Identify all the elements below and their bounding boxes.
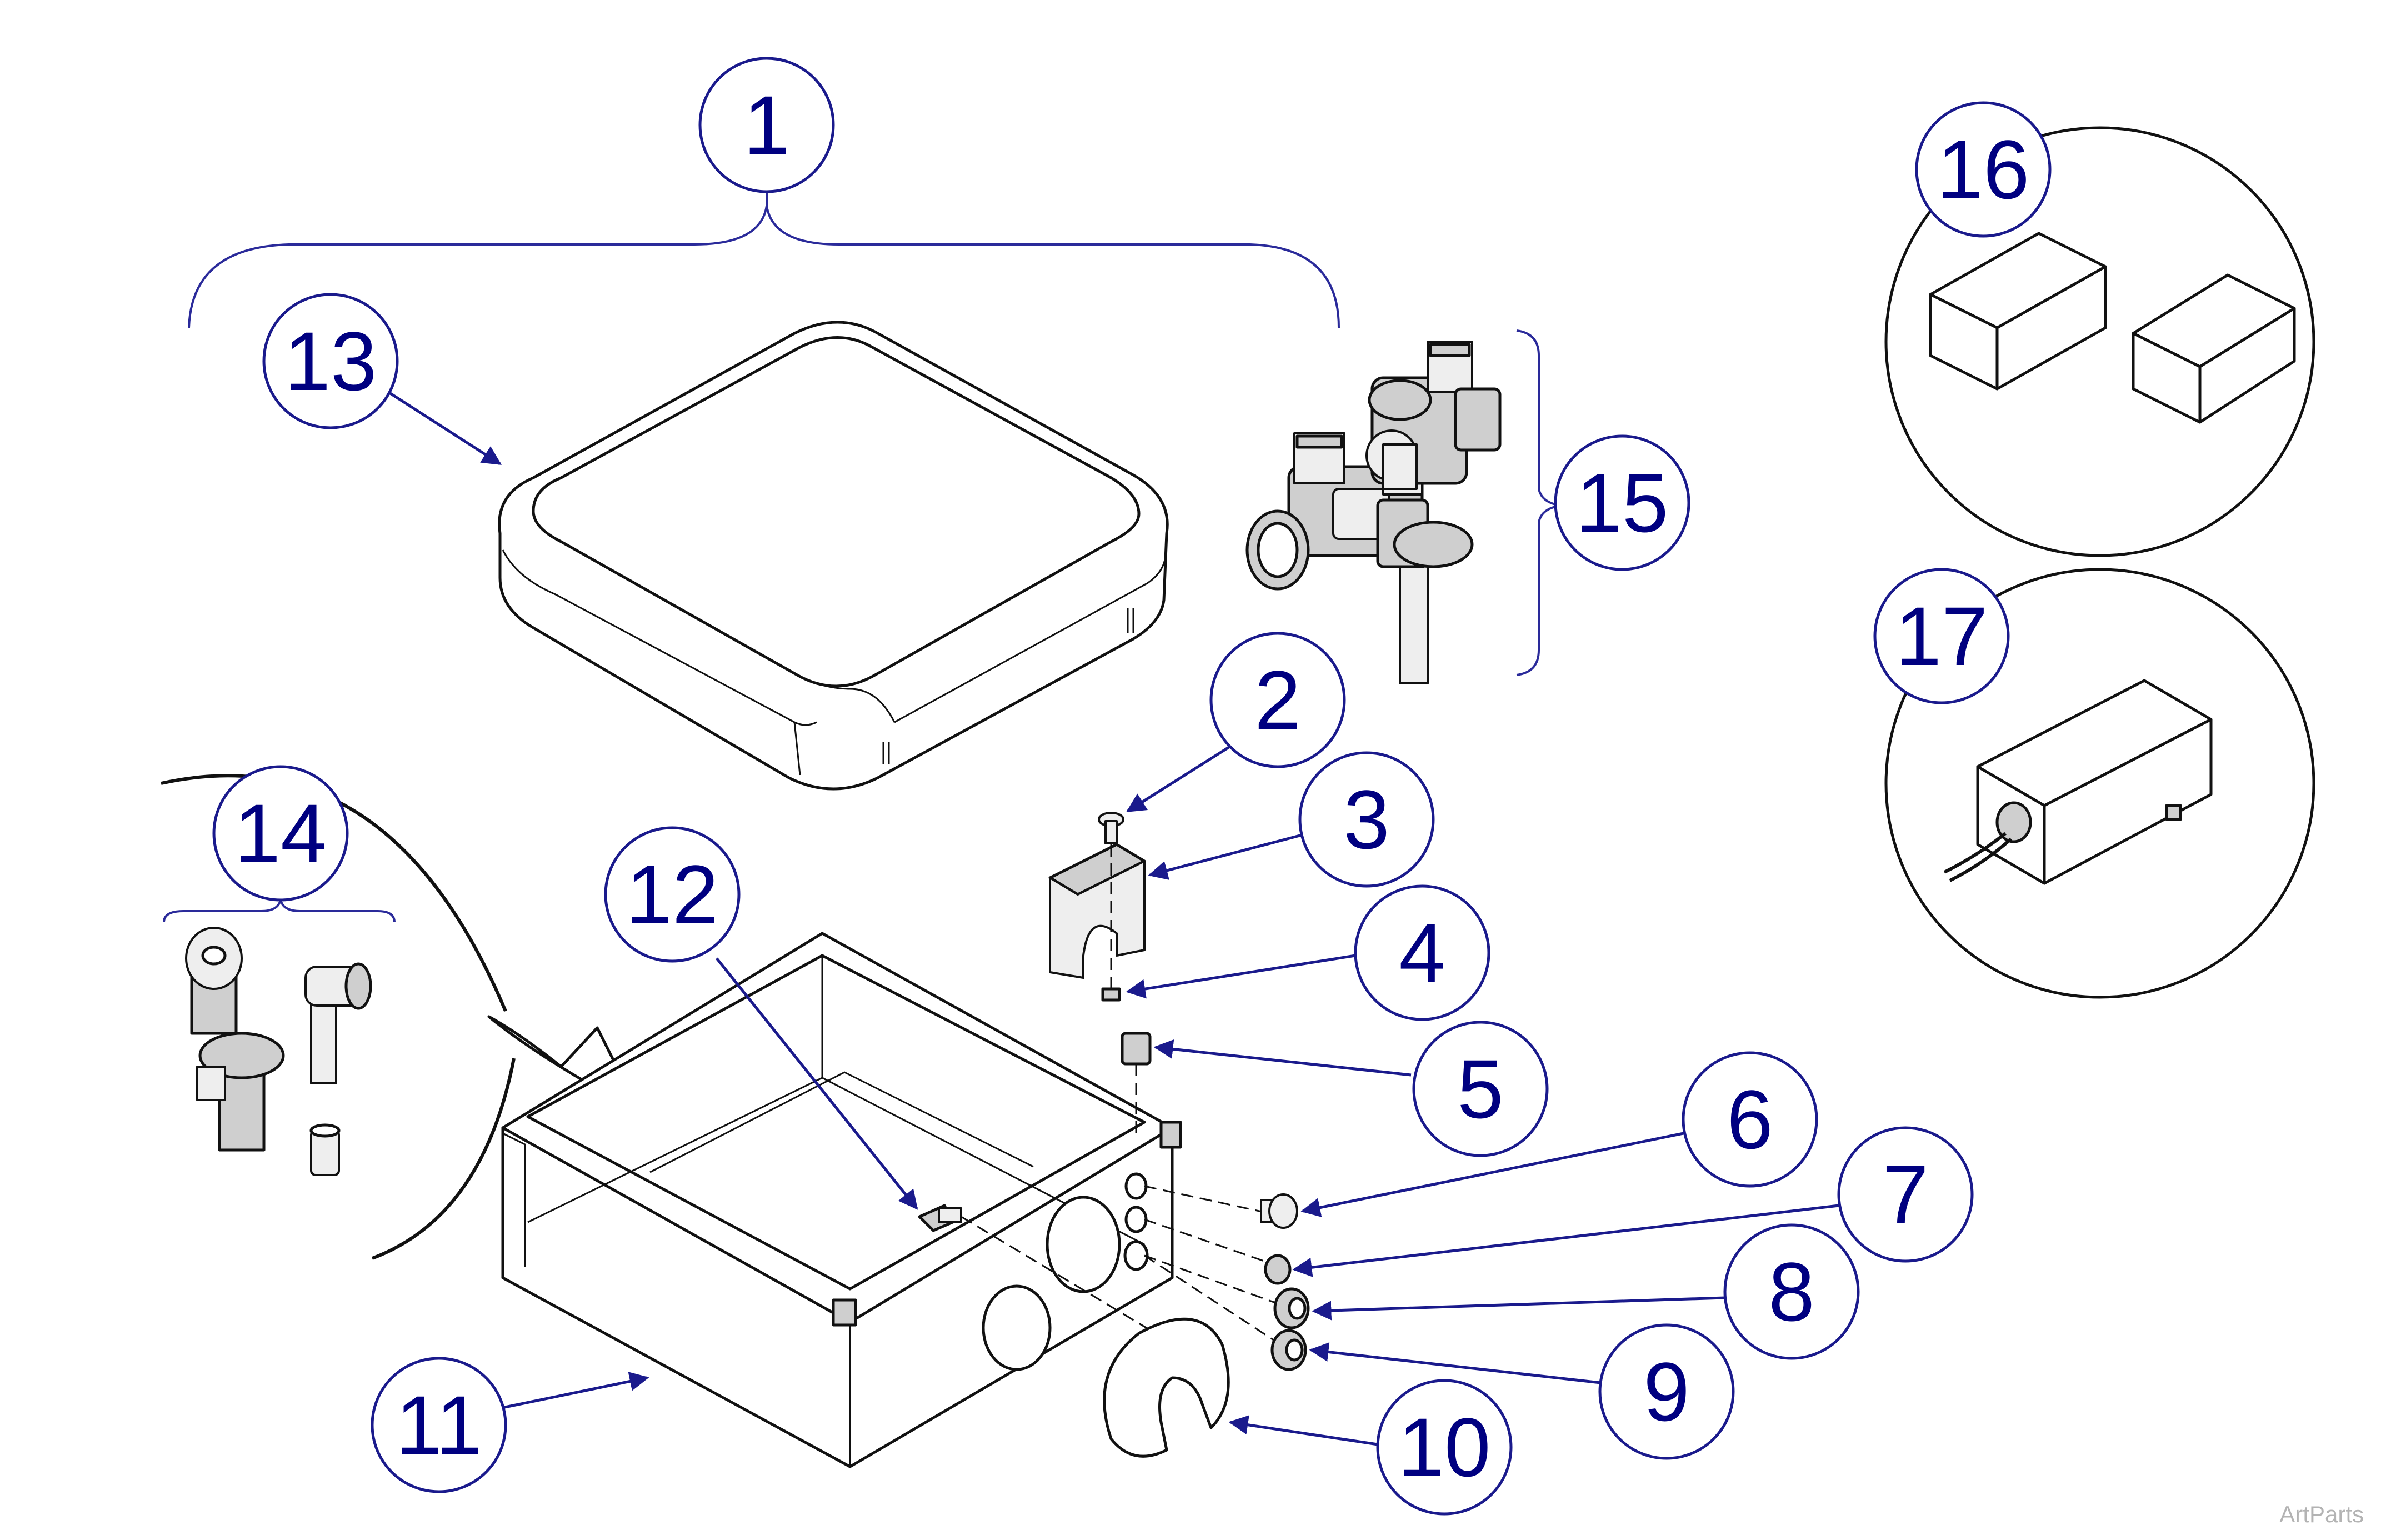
callout-6-label: 6 <box>1727 1073 1773 1166</box>
plug-7 <box>1264 1254 1292 1285</box>
callout-16-label: 16 <box>1937 123 2030 216</box>
detail-arc-lower <box>371 1058 516 1260</box>
bushing-9 <box>1270 1329 1307 1371</box>
callout-8[interactable]: 8 <box>1723 1223 1860 1360</box>
callout-10[interactable]: 10 <box>1376 1379 1513 1516</box>
callout-11[interactable]: 11 <box>371 1357 507 1493</box>
callout-10-label: 10 <box>1398 1401 1491 1494</box>
callout-15-label: 15 <box>1576 456 1669 549</box>
callout-3[interactable]: 3 <box>1298 751 1435 888</box>
callout-15[interactable]: 15 <box>1554 434 1690 571</box>
wing-nut <box>918 1204 962 1232</box>
callout-7[interactable]: 7 <box>1837 1126 1974 1263</box>
base-box <box>501 932 1182 1468</box>
callout-16[interactable]: 16 <box>1915 101 2052 238</box>
callout-3-label: 3 <box>1343 773 1389 866</box>
fitting-kit <box>185 927 372 1176</box>
callout-14-label: 14 <box>234 787 327 880</box>
power-supply <box>1943 679 2213 885</box>
callout-17[interactable]: 17 <box>1873 568 2010 704</box>
callout-12-label: 12 <box>626 848 719 941</box>
clip <box>1101 987 1121 1002</box>
callout-14[interactable]: 14 <box>212 765 349 902</box>
callout-4[interactable]: 4 <box>1354 884 1490 1021</box>
cover-disc <box>1103 1317 1230 1458</box>
callout-8-label: 8 <box>1768 1245 1814 1338</box>
callout-11-label: 11 <box>396 1378 482 1472</box>
detail-arc <box>161 774 507 1012</box>
callout-6[interactable]: 6 <box>1682 1051 1818 1188</box>
leader-lines <box>382 387 1839 1446</box>
assembly-lines <box>961 844 1289 1351</box>
item-1-brace <box>188 205 1340 328</box>
callout-17-label: 17 <box>1895 589 1988 683</box>
item-14-brace <box>163 899 396 923</box>
bushing-8 <box>1273 1287 1310 1329</box>
valve-assembly <box>1245 341 1502 684</box>
callout-2-label: 2 <box>1254 653 1300 747</box>
nut-plate <box>1121 1032 1152 1066</box>
screw <box>1098 812 1124 844</box>
callout-13-label: 13 <box>284 314 377 408</box>
callout-4-label: 4 <box>1399 906 1445 999</box>
callout-2[interactable]: 2 <box>1209 632 1346 768</box>
callout-5-label: 5 <box>1457 1042 1503 1136</box>
bracket <box>1048 843 1146 979</box>
callout-7-label: 7 <box>1882 1148 1928 1241</box>
block-left <box>1929 232 2107 391</box>
cover-lid <box>498 321 1169 791</box>
callout-1-label: 1 <box>743 78 789 172</box>
callout-1[interactable]: 1 <box>698 57 835 193</box>
callout-9-label: 9 <box>1643 1345 1689 1438</box>
callout-13[interactable]: 13 <box>262 293 399 429</box>
plug-6 <box>1260 1193 1298 1229</box>
callout-5[interactable]: 5 <box>1412 1021 1549 1157</box>
block-right <box>2132 273 2296 424</box>
watermark-text: ArtParts <box>2279 1501 2364 1527</box>
callout-12[interactable]: 12 <box>604 826 741 963</box>
callout-9[interactable]: 9 <box>1598 1323 1735 1460</box>
